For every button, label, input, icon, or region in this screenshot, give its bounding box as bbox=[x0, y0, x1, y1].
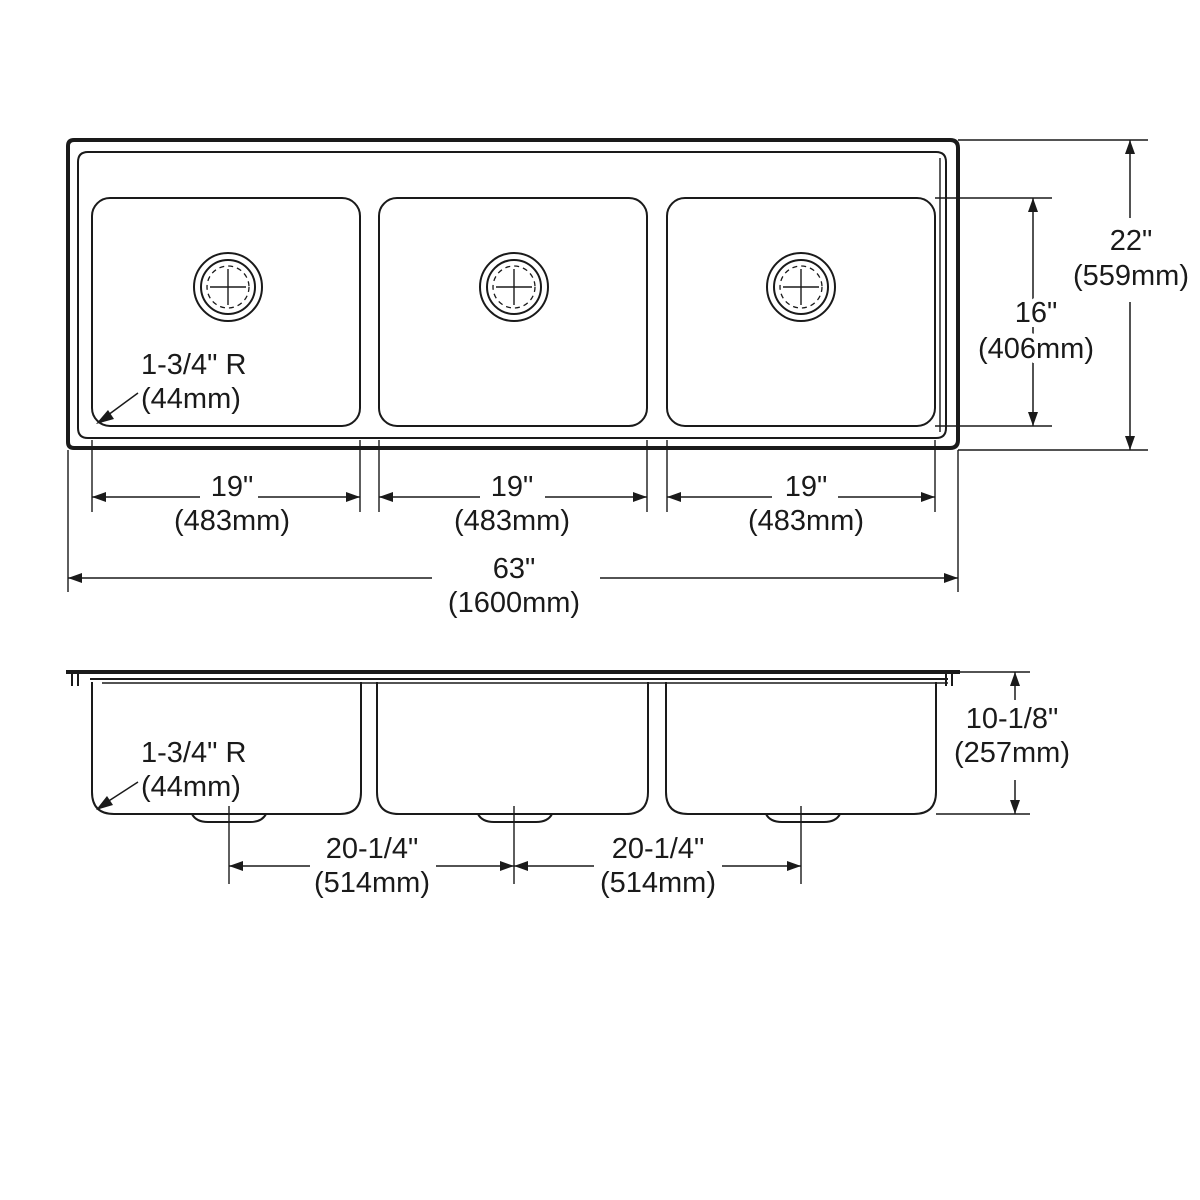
bowl-left bbox=[91, 197, 361, 427]
mounting-clip-right bbox=[945, 672, 953, 686]
drain-body-middle bbox=[477, 813, 553, 823]
drain-spacing-left-metric: (514mm) bbox=[314, 867, 430, 899]
drain-spacing-right-metric: (514mm) bbox=[600, 867, 716, 899]
bowl-profile-middle bbox=[376, 682, 649, 815]
front-corner-radius-leader bbox=[96, 781, 139, 810]
bowl-depth-metric: (406mm) bbox=[978, 333, 1094, 365]
mounting-clip-left bbox=[71, 672, 79, 686]
bowl-depth-imperial: 16" bbox=[1015, 297, 1058, 329]
sink-inner-rim bbox=[77, 151, 947, 439]
bowl-width-dim-right bbox=[667, 492, 935, 502]
bowl-profile-right bbox=[665, 682, 937, 815]
overall-depth-imperial: 22" bbox=[1110, 225, 1153, 257]
bowl-width-right-imperial: 19" bbox=[785, 471, 828, 503]
bowl-depth-dim bbox=[935, 197, 1052, 427]
bowl-profile-left bbox=[91, 682, 362, 815]
drain-spacing-left-imperial: 20-1/4" bbox=[326, 833, 419, 865]
drain-right bbox=[766, 252, 836, 322]
drain-spacing-right-imperial: 20-1/4" bbox=[612, 833, 705, 865]
bowl-middle bbox=[378, 197, 648, 427]
height-dim bbox=[936, 671, 1030, 815]
bowl-width-middle-imperial: 19" bbox=[491, 471, 534, 503]
height-imperial: 10-1/8" bbox=[966, 703, 1059, 735]
bowl-width-dim-middle bbox=[379, 492, 647, 502]
top-view: 1-3/4" R (44mm) bbox=[66, 138, 1189, 619]
drain-left bbox=[193, 252, 263, 322]
sink-outer-rim bbox=[66, 138, 960, 450]
bowl-extension-lines bbox=[91, 440, 936, 512]
drain-spacing-dim-left bbox=[229, 861, 514, 871]
overall-width-metric: (1600mm) bbox=[448, 587, 580, 619]
bowl-width-left-metric: (483mm) bbox=[174, 505, 290, 537]
bowl-width-middle-metric: (483mm) bbox=[454, 505, 570, 537]
front-view: 20-1/4" (514mm) 20-1/4" (514mm) 1-3/4" R… bbox=[66, 670, 1070, 899]
bowl-right bbox=[666, 197, 936, 427]
overall-depth-metric: (559mm) bbox=[1073, 260, 1189, 292]
front-corner-radius-imperial: 1-3/4" R bbox=[141, 737, 246, 769]
bowl-width-dim-left bbox=[92, 492, 360, 502]
drain-middle bbox=[479, 252, 549, 322]
height-metric: (257mm) bbox=[954, 737, 1070, 769]
drain-spacing-dim-right bbox=[514, 861, 801, 871]
drain-body-right bbox=[765, 813, 841, 823]
front-corner-radius-metric: (44mm) bbox=[141, 771, 241, 803]
overall-depth-dim bbox=[958, 139, 1148, 451]
corner-radius-metric: (44mm) bbox=[141, 383, 241, 415]
bowl-width-left-imperial: 19" bbox=[211, 471, 254, 503]
overall-width-imperial: 63" bbox=[493, 553, 536, 585]
corner-radius-imperial: 1-3/4" R bbox=[141, 349, 246, 381]
overall-width-dim bbox=[67, 450, 959, 592]
corner-radius-leader bbox=[96, 392, 139, 424]
bowl-width-right-metric: (483mm) bbox=[748, 505, 864, 537]
